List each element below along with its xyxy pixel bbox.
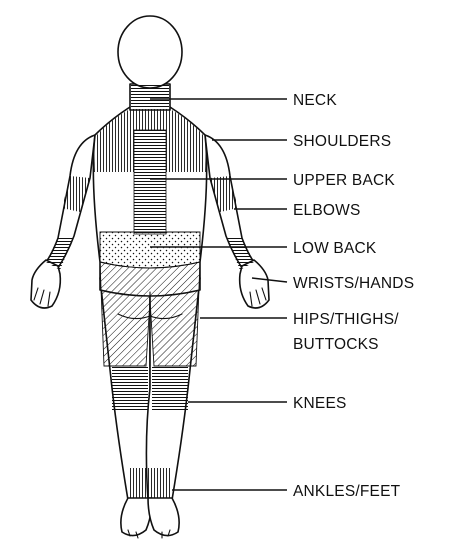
region-ankles-left xyxy=(128,468,150,500)
region-neck xyxy=(131,85,169,109)
left-foot xyxy=(121,498,152,536)
region-knees-right xyxy=(152,366,188,410)
label-elbows: ELBOWS xyxy=(293,202,361,219)
region-ankles-right xyxy=(150,468,172,500)
region-low-back xyxy=(100,232,200,268)
label-hips-line1: HIPS/THIGHS/ xyxy=(293,311,399,328)
labels: NECK SHOULDERS UPPER BACK ELBOWS LOW BAC… xyxy=(293,92,414,500)
head xyxy=(118,16,182,88)
label-hips-line2: BUTTOCKS xyxy=(293,336,379,353)
human-figure xyxy=(31,16,269,538)
label-knees: KNEES xyxy=(293,395,347,412)
label-neck: NECK xyxy=(293,92,337,109)
label-upper-back: UPPER BACK xyxy=(293,172,395,189)
right-foot xyxy=(148,498,179,536)
label-shoulders: SHOULDERS xyxy=(293,133,391,150)
label-ankles-feet: ANKLES/FEET xyxy=(293,483,401,500)
label-low-back: LOW BACK xyxy=(293,240,377,257)
label-wrists-hands: WRISTS/HANDS xyxy=(293,275,414,292)
region-knees-left xyxy=(112,366,148,410)
